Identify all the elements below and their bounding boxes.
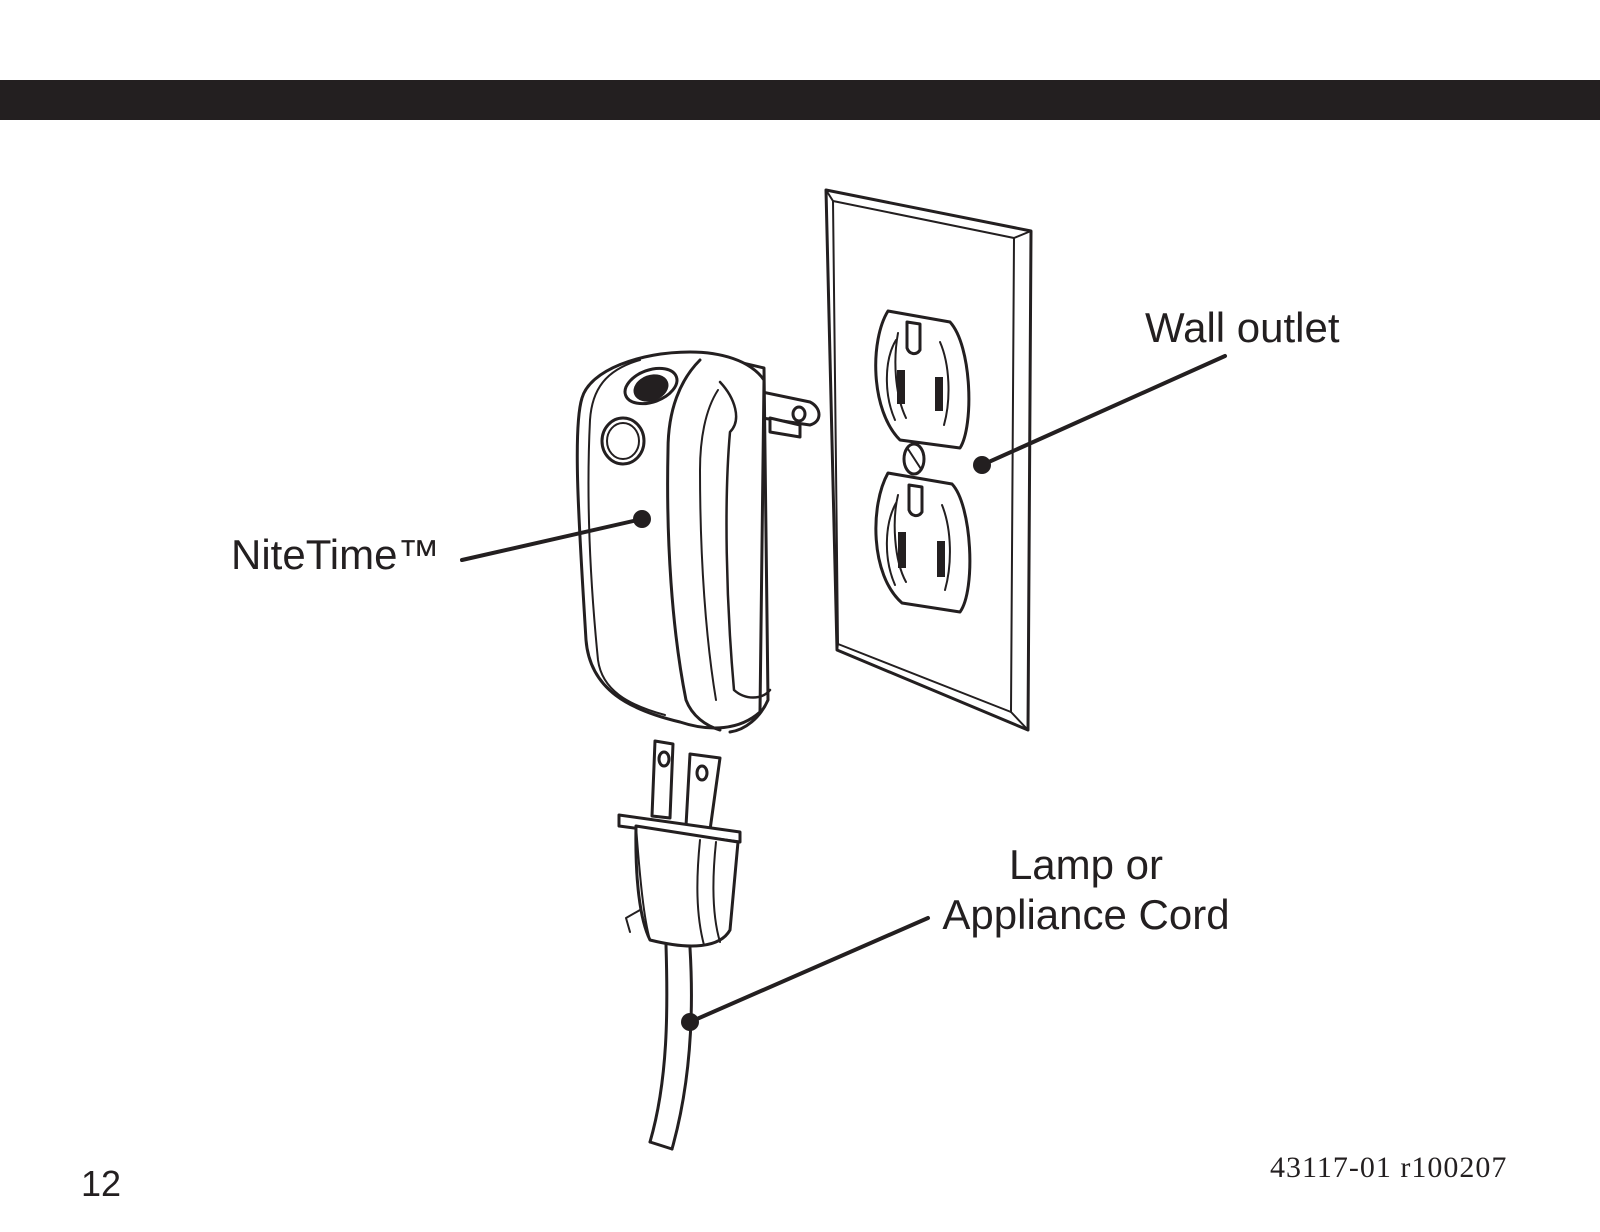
appliance-plug [617, 739, 742, 948]
cord-label-line2: Appliance Cord [942, 891, 1230, 939]
cord-label-line1: Lamp or [1008, 841, 1164, 888]
callout-cord [681, 916, 930, 1031]
round-lens-icon [600, 416, 646, 466]
nitetime-label: NiteTime™ [231, 531, 440, 578]
cord-label: Lamp or Appliance Cord [936, 840, 1236, 941]
document-code: 43117-01 r100207 [1270, 1151, 1508, 1184]
outlet-screw [902, 442, 926, 476]
appliance-cord [648, 943, 693, 1151]
device-prongs [760, 390, 821, 439]
light-sensor-icon [623, 366, 679, 406]
wall-outlet-label: Wall outlet [1145, 304, 1340, 351]
nitetime-device [575, 350, 821, 734]
outlet-receptacle-upper [874, 309, 971, 450]
header-bar [0, 80, 1600, 120]
callout-nitetime [460, 510, 651, 562]
callout-wall-outlet [973, 354, 1227, 474]
wall-outlet [824, 188, 1033, 732]
outlet-receptacle-lower [874, 471, 972, 614]
page-number: 12 [81, 1163, 122, 1204]
